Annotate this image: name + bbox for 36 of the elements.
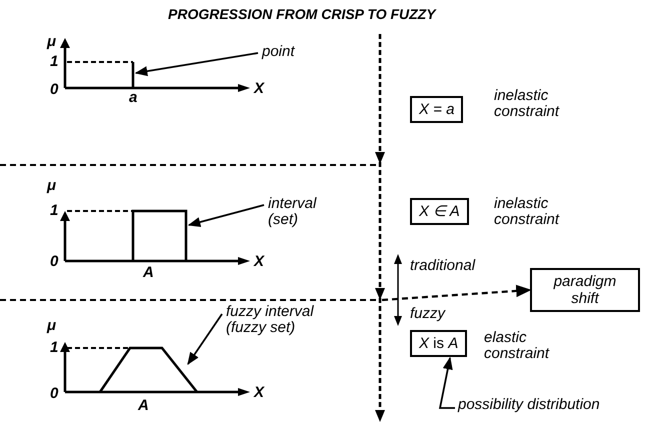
axis-label: X bbox=[254, 385, 264, 401]
axis-label: A bbox=[143, 265, 154, 281]
membership-line bbox=[132, 62, 134, 88]
leader-line bbox=[438, 356, 455, 409]
result-box: paradigm shift bbox=[530, 268, 640, 312]
title: PROGRESSION FROM CRISP TO FUZZY bbox=[168, 6, 436, 22]
formula-box: X = a bbox=[410, 96, 464, 123]
axis-label: X bbox=[254, 81, 264, 97]
axis-label: μ bbox=[47, 318, 56, 334]
axis-label: X bbox=[254, 254, 264, 270]
axis-label: 1 bbox=[50, 54, 58, 70]
side-label: traditional bbox=[410, 258, 476, 274]
callout-text: possibility distribution bbox=[458, 397, 600, 413]
axis-label: 0 bbox=[50, 254, 58, 270]
formula-box: X ∈ A bbox=[410, 198, 469, 225]
arrow bbox=[382, 284, 532, 302]
membership-trapezoid bbox=[98, 346, 198, 393]
axis-label: μ bbox=[47, 178, 56, 194]
axis-label: μ bbox=[47, 34, 56, 50]
axis-label: 1 bbox=[50, 203, 58, 219]
axis-label: 0 bbox=[50, 386, 58, 402]
leader-line bbox=[187, 314, 223, 366]
callout-text: fuzzy interval (fuzzy set) bbox=[226, 304, 338, 336]
axis-label: a bbox=[129, 90, 138, 106]
callout-text: interval (set) bbox=[268, 196, 338, 228]
leader-line bbox=[134, 52, 258, 76]
callout-text: point bbox=[262, 44, 295, 60]
formula-box: X is A bbox=[410, 330, 468, 357]
side-label: fuzzy bbox=[410, 306, 446, 322]
constraint-label: inelastic constraint bbox=[494, 88, 560, 120]
axis-label: 1 bbox=[50, 340, 58, 356]
constraint-label: elastic constraint bbox=[484, 330, 550, 362]
leader-line bbox=[188, 204, 264, 227]
axis-label: A bbox=[138, 398, 149, 414]
axis-label: 0 bbox=[50, 82, 58, 98]
constraint-label: inelastic constraint bbox=[494, 196, 560, 228]
